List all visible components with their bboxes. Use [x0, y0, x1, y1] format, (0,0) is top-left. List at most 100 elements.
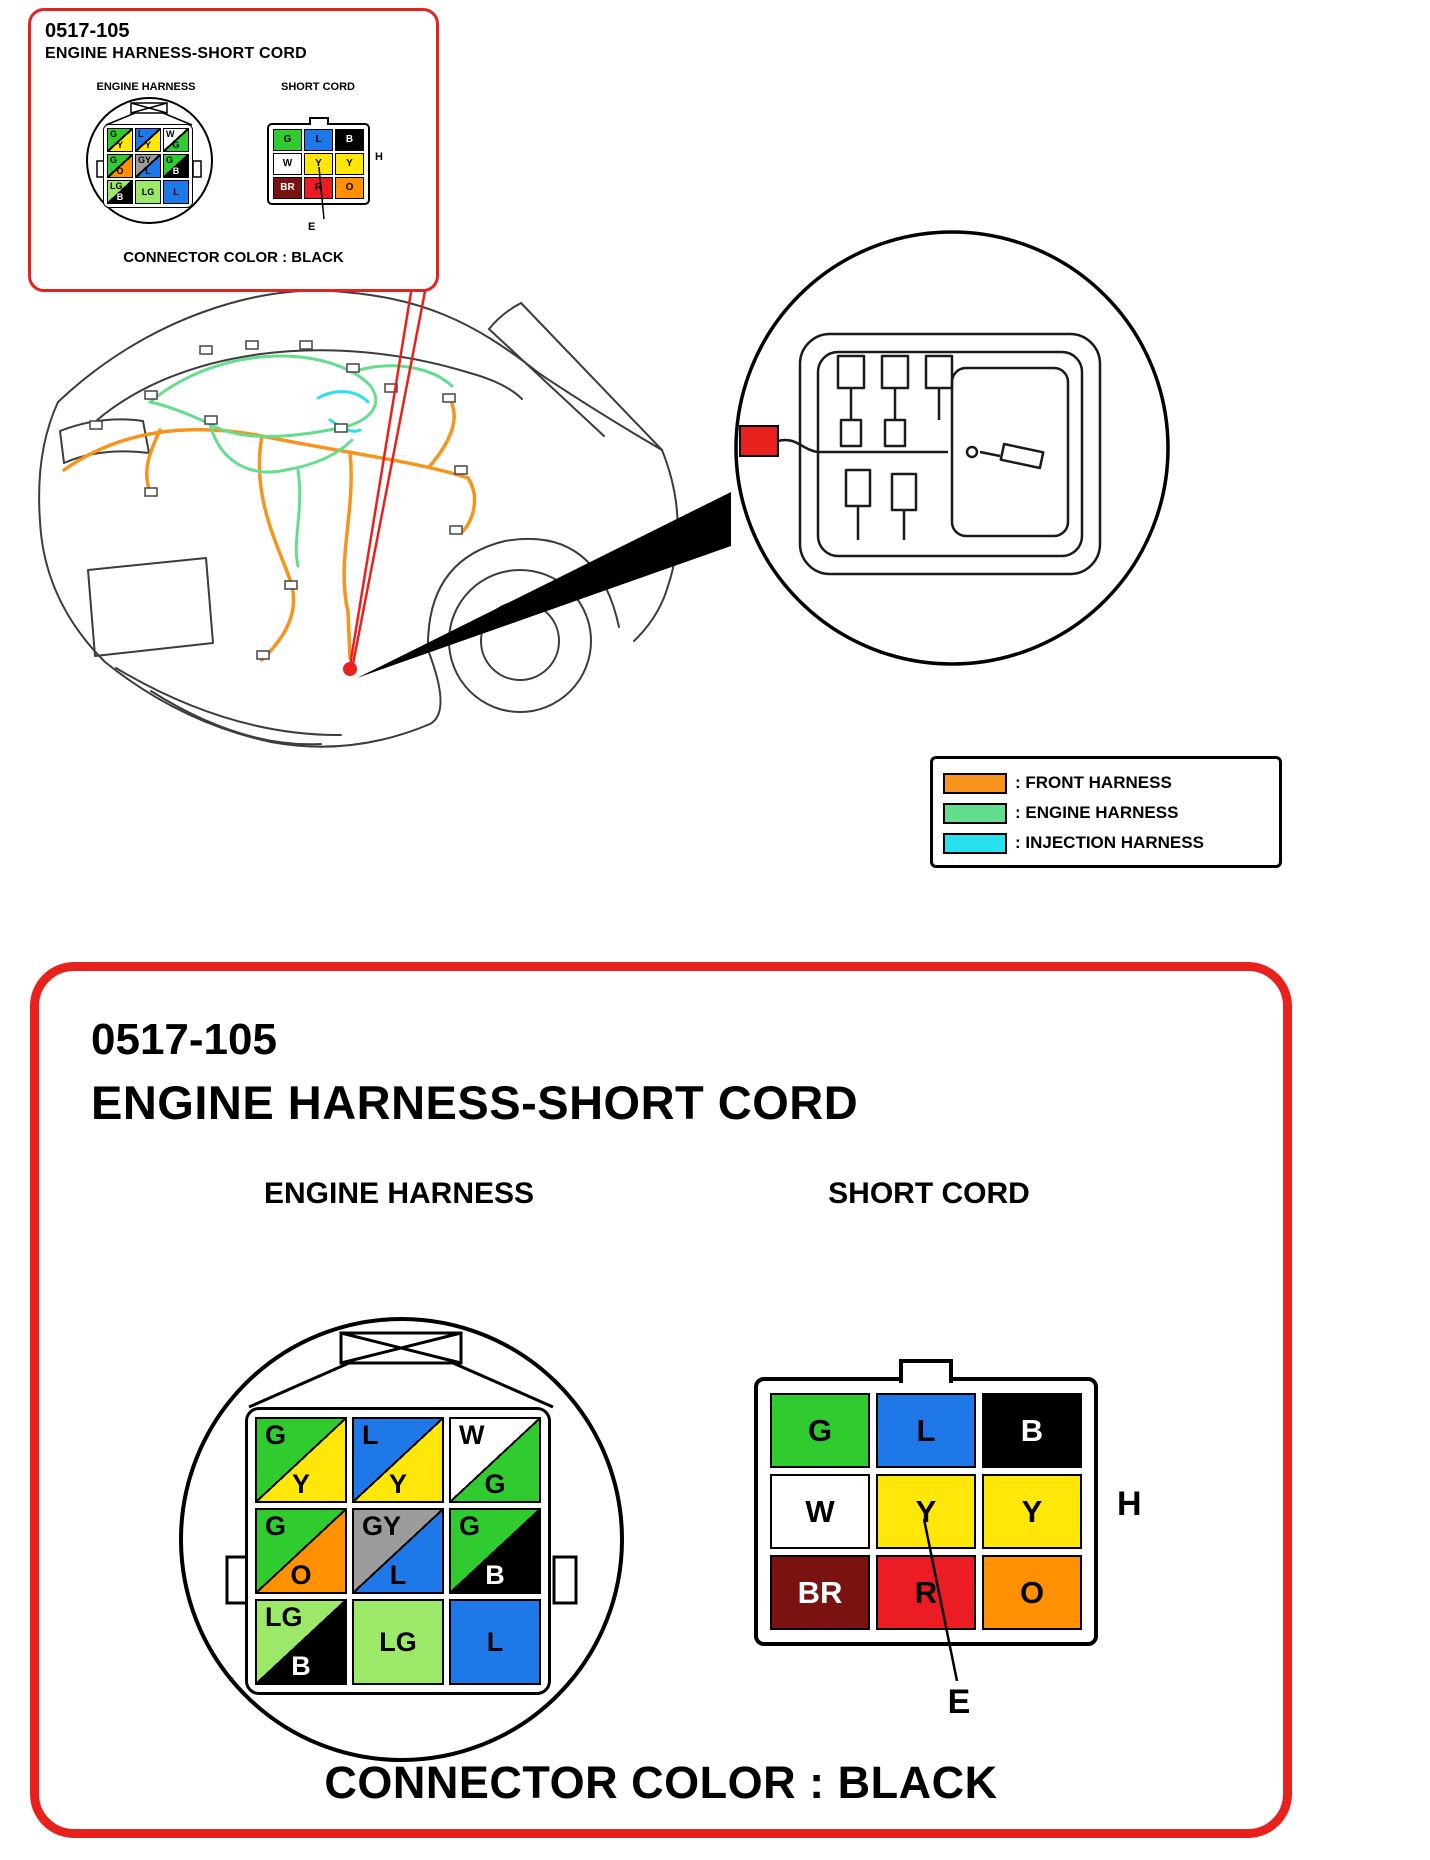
- short-cord-label-large: SHORT CORD: [828, 1177, 1030, 1210]
- connector-pin-l: L: [304, 129, 333, 151]
- diagram-title: ENGINE HARNESS-SHORT CORD: [45, 45, 307, 62]
- pin-label: O: [116, 166, 124, 176]
- pin-label: G: [172, 140, 180, 150]
- front-harness-wiring: [62, 402, 477, 662]
- pin-label: B: [1020, 1413, 1044, 1448]
- pin-label: R: [314, 182, 323, 193]
- connector-pin-y: Y: [304, 153, 333, 175]
- legend-item-injection-harness: : INJECTION HARNESS: [943, 828, 1269, 858]
- short-cord-connector-mini: G L B W Y Y BR R O: [267, 117, 370, 205]
- pin-label: G: [265, 1511, 287, 1541]
- pin-label: G: [166, 155, 174, 165]
- pin-label: L: [362, 1420, 379, 1450]
- connector-pin-o: O: [335, 177, 364, 199]
- pin-label: Y: [388, 1469, 407, 1499]
- connector-pin-r: R: [876, 1555, 976, 1630]
- pin-label: Y: [1021, 1494, 1043, 1529]
- pin-label: BR: [797, 1575, 843, 1610]
- pin-label: W: [282, 158, 293, 169]
- connector-pin-w: W: [770, 1474, 870, 1549]
- pin-label: LG: [110, 181, 123, 191]
- legend-label: : INJECTION HARNESS: [1015, 833, 1204, 852]
- legend-item-engine-harness: : ENGINE HARNESS: [943, 798, 1269, 828]
- pin-label: LG: [141, 186, 155, 197]
- connector-pin-g: G: [273, 129, 302, 151]
- engine-harness-label: ENGINE HARNESS: [96, 81, 196, 93]
- connector-housing-deco: [96, 102, 202, 178]
- pin-label: W: [805, 1494, 835, 1529]
- pin-label: Y: [144, 140, 151, 150]
- target-connector-red: [739, 425, 779, 457]
- pin-label: O: [290, 1560, 312, 1590]
- connector-tab: [899, 1359, 953, 1383]
- pin-label: O: [345, 182, 354, 193]
- pin-label: G: [807, 1413, 833, 1448]
- pin-label: B: [172, 166, 180, 176]
- pin-label: W: [459, 1420, 485, 1450]
- connector-pin-l: L: [163, 180, 189, 204]
- diagram-code-large: 0517-105: [91, 1015, 277, 1064]
- pin-e-label: E: [308, 221, 316, 233]
- pin-label: GY: [362, 1511, 402, 1541]
- pin-label: L: [916, 1413, 936, 1448]
- connector-pin-l: L: [449, 1599, 541, 1685]
- callout-box: 0517-105 ENGINE HARNESS-SHORT CORD ENGIN…: [28, 8, 439, 292]
- pin-label: G: [484, 1469, 506, 1499]
- pin-label: Y: [315, 158, 322, 169]
- pin-label: LG: [265, 1602, 303, 1632]
- connector-pin-lg: LG: [135, 180, 161, 204]
- pin-label: L: [173, 186, 179, 197]
- car-body-outline: [38, 289, 679, 748]
- callout-leader-lines: [343, 249, 435, 676]
- zoom-wedge: [357, 492, 731, 678]
- pin-label: L: [145, 166, 151, 176]
- engine-harness-label-large: ENGINE HARNESS: [263, 1177, 535, 1210]
- pin-label: B: [345, 134, 354, 145]
- harness-connector-ticks: [89, 340, 468, 660]
- pin-label: G: [110, 129, 118, 139]
- connector-pin-lg-b: LG B: [255, 1599, 347, 1685]
- engine-harness-swatch: [943, 802, 1007, 824]
- pin-row-h-label: H: [375, 151, 383, 163]
- pin-label: O: [1019, 1575, 1045, 1610]
- front-harness-swatch: [943, 772, 1007, 794]
- short-cord-label: SHORT CORD: [281, 81, 355, 93]
- connector-pin-y: Y: [335, 153, 364, 175]
- connector-pin-l: L: [876, 1393, 976, 1468]
- diagram-title-large: ENGINE HARNESS-SHORT CORD: [91, 1076, 859, 1129]
- pin-label: L: [315, 134, 322, 145]
- short-cord-pin-grid: G L B W Y Y BR R O: [770, 1393, 1082, 1630]
- connector-pin-lg: LG: [352, 1599, 444, 1685]
- pin-label: LG: [379, 1626, 417, 1657]
- pin-label: Y: [915, 1494, 937, 1529]
- pin-label: L: [486, 1626, 504, 1657]
- pin-label: B: [291, 1651, 311, 1681]
- connector-pin-br: BR: [273, 177, 302, 199]
- connector-pin-y: Y: [982, 1474, 1082, 1549]
- injection-harness-swatch: [943, 832, 1007, 854]
- connector-location-dot: [343, 662, 357, 676]
- legend-label: : ENGINE HARNESS: [1015, 803, 1179, 822]
- pin-label: BR: [280, 182, 295, 193]
- pin-e-label: E: [947, 1683, 971, 1721]
- legend-label: : FRONT HARNESS: [1015, 773, 1172, 792]
- pin-label: G: [110, 155, 118, 165]
- pin-label: L: [389, 1560, 407, 1590]
- engine-bay-overview-art: [38, 230, 1170, 748]
- pin-label: R: [914, 1575, 938, 1610]
- short-cord-connector: G L B W Y Y BR R O: [754, 1359, 1098, 1646]
- connector-pin-y: Y: [876, 1474, 976, 1549]
- connector-pin-g: G: [770, 1393, 870, 1468]
- pin-label: G: [265, 1420, 287, 1450]
